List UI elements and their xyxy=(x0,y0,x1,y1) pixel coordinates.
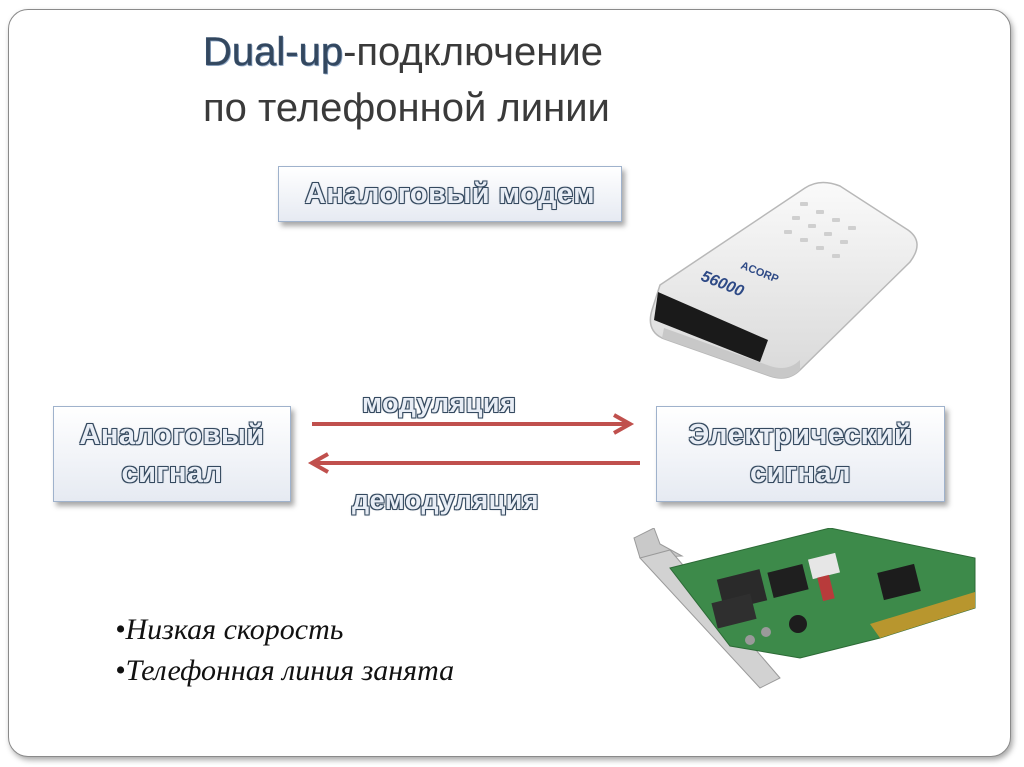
analog-modem-label: Аналоговый модем xyxy=(304,178,596,210)
demodulation-label: демодуляция xyxy=(352,485,540,515)
electric-signal-box: Электрический сигнал xyxy=(656,406,945,502)
bullet-low-speed: •Низкая скорость xyxy=(115,613,344,646)
signal-arrows xyxy=(307,413,640,474)
analog-modem-box: Аналоговый модем xyxy=(278,166,622,222)
modulation-label: модуляция xyxy=(362,388,517,418)
analog-signal-line-2: сигнал xyxy=(121,457,223,489)
analog-signal-box: Аналоговый сигнал xyxy=(53,406,291,502)
modem-card-image xyxy=(633,528,976,689)
electric-signal-line-1: Электрический xyxy=(688,419,913,451)
bullet-list: •Низкая скорость •Телефонная линия занят… xyxy=(115,609,454,691)
demodulation-arrow xyxy=(307,452,640,474)
bullet-line-busy: •Телефонная линия занята xyxy=(115,654,455,687)
slide-title: Dual-up-подключение по телефонной линии xyxy=(203,24,610,136)
title-emphasis: Dual-up xyxy=(203,30,344,75)
modulation-arrow xyxy=(312,413,635,435)
analog-modem-image: ACORP 56000 xyxy=(649,181,918,379)
title-rest: -подключение xyxy=(343,30,603,74)
title-line-1: Dual-up-подключение xyxy=(203,24,610,80)
analog-signal-line-1: Аналоговый xyxy=(79,419,265,451)
title-line-2: по телефонной линии xyxy=(203,86,610,130)
electric-signal-line-2: сигнал xyxy=(749,457,852,489)
